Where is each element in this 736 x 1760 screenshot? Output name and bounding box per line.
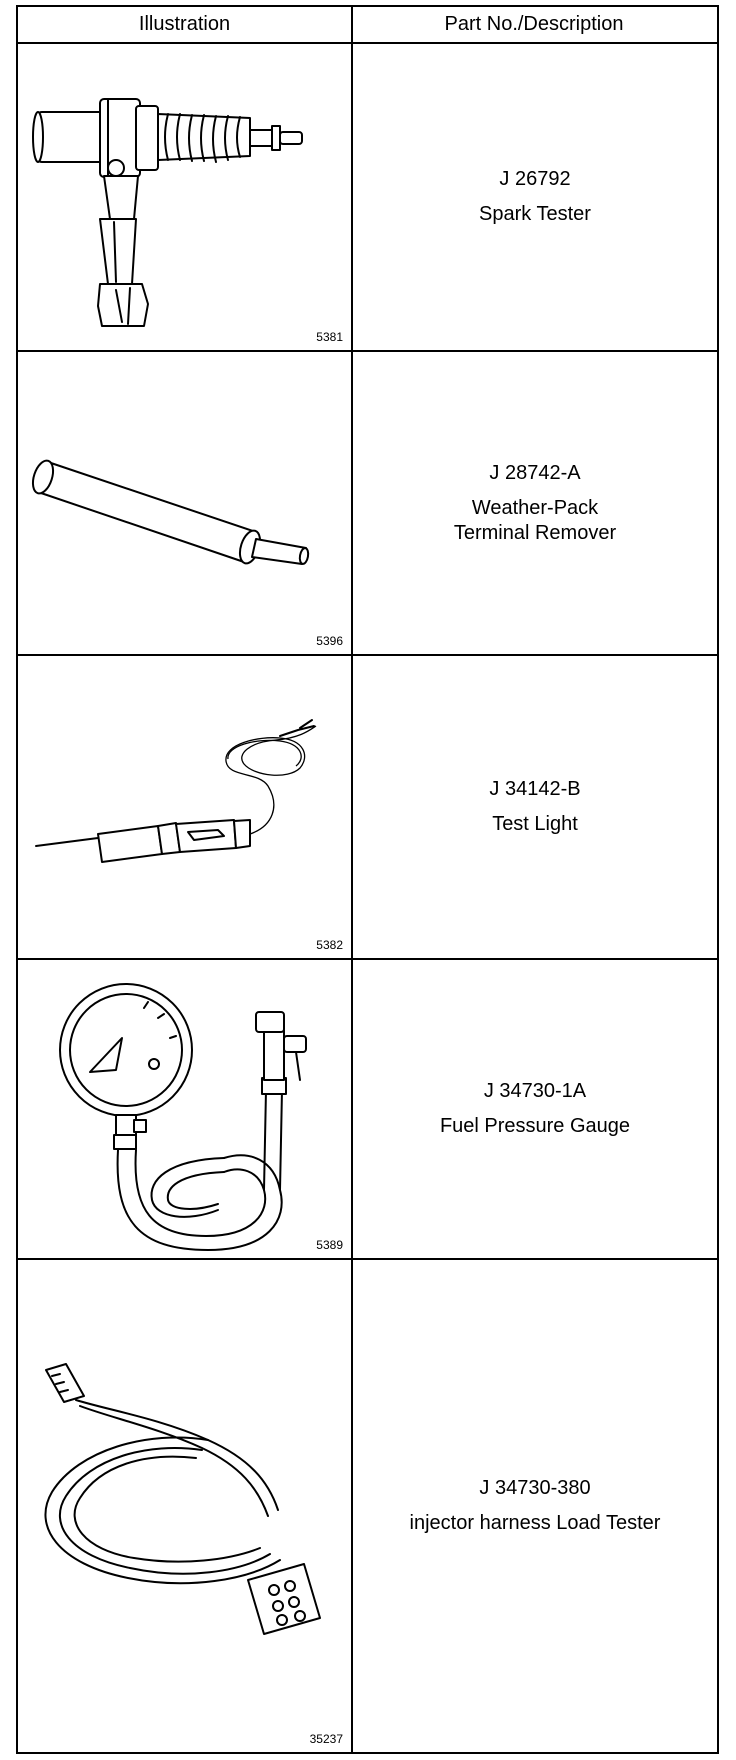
load-tester-icon xyxy=(44,1363,321,1635)
part-description: Terminal Remover xyxy=(453,521,617,544)
part-number: J 34730-1A xyxy=(483,1080,587,1102)
part-description: Test Light xyxy=(492,813,578,835)
table-row: 5396 J 28742-A Weather-Pack Terminal Rem… xyxy=(18,352,717,656)
part-description: Weather-Pack xyxy=(471,496,599,519)
terminal-remover-icon xyxy=(31,459,310,565)
part-description: Spark Tester xyxy=(479,203,591,225)
figure-number: 5382 xyxy=(316,938,343,952)
description-cell: J 34730-380 injector harness Load Tester xyxy=(353,1260,717,1752)
illustration-cell: 5382 xyxy=(18,656,351,958)
spark-tester-icon xyxy=(32,98,303,327)
table-row: 5382 J 34142-B Test Light xyxy=(18,656,717,960)
illustration-column-header: Illustration xyxy=(138,13,231,35)
part-description: Fuel Pressure Gauge xyxy=(439,1115,631,1137)
part-description: injector harness Load Tester xyxy=(409,1512,661,1534)
test-light-icon xyxy=(35,719,317,863)
illustration-cell: 35237 xyxy=(18,1260,351,1752)
illustration-cell: 5396 xyxy=(18,352,351,654)
figure-number: 5396 xyxy=(316,634,343,648)
description-cell: J 34142-B Test Light xyxy=(353,656,717,958)
tools-table: Illustration Part No./Description xyxy=(16,5,719,1754)
table-header: Illustration Part No./Description xyxy=(18,7,717,44)
figure-number: 5381 xyxy=(316,330,343,344)
description-cell: J 28742-A Weather-Pack Terminal Remover xyxy=(353,352,717,654)
part-number: J 34142-B xyxy=(489,778,581,800)
description-cell: J 26792 Spark Tester xyxy=(353,44,717,350)
illustration-cell: 5389 xyxy=(18,960,351,1258)
table-row: 5389 J 34730-1A Fuel Pressure Gauge xyxy=(18,960,717,1260)
illustration-cell: 5381 xyxy=(18,44,351,350)
part-number: J 26792 xyxy=(499,168,571,190)
part-number: J 34730-380 xyxy=(479,1477,591,1499)
part-number: J 28742-A xyxy=(489,461,581,484)
figure-number: 5389 xyxy=(316,1238,343,1252)
figure-number: 35237 xyxy=(309,1732,343,1746)
description-column-header: Part No./Description xyxy=(444,13,624,35)
column-divider xyxy=(351,7,353,1752)
fuel-pressure-gauge-icon xyxy=(59,983,307,1251)
table-row: 5381 J 26792 Spark Tester xyxy=(18,44,717,352)
description-cell: J 34730-1A Fuel Pressure Gauge xyxy=(353,960,717,1258)
table-row: 35237 J 34730-380 injector harness Load … xyxy=(18,1260,717,1752)
